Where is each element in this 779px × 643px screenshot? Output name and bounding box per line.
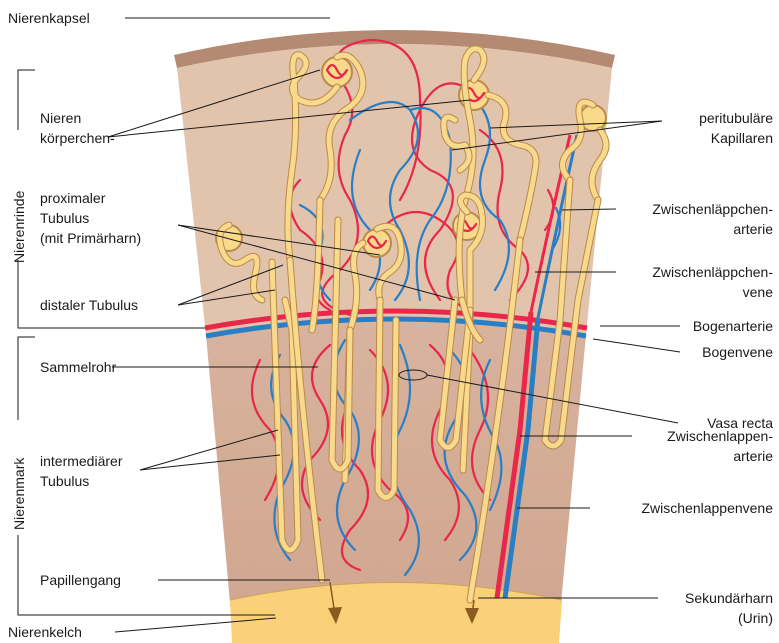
label-nierenkapsel: Nierenkapsel [8, 10, 90, 26]
label-sammelrohr: Sammelrohr [40, 359, 117, 375]
label-distaler: distaler Tubulus [40, 297, 138, 313]
label-bogenvene: Bogenvene [702, 344, 773, 360]
label-zl-arterie-1: Zwischenläppchen- [652, 201, 773, 217]
label-nierenkoerperchen-2: körperchen- [40, 130, 115, 146]
label-intermediaer-1: intermediärer [40, 453, 123, 469]
label-zlap-arterie-2: arterie [733, 448, 773, 464]
nierenrinde-region [177, 44, 612, 335]
nierenmark-label: Nierenmark [11, 457, 27, 530]
label-proximaler-2: Tubulus [40, 210, 89, 226]
label-nierenkoerperchen-1: Nieren [40, 110, 81, 126]
label-proximaler-1: proximaler [40, 190, 106, 206]
label-zl-arterie-2: arterie [733, 221, 773, 237]
label-peritubulaer-1: peritubuläre [699, 110, 773, 126]
label-bogenarterie: Bogenarterie [693, 318, 773, 334]
glomerulus-1 [322, 57, 352, 87]
label-sekundaerharn-1: Sekundärharn [685, 590, 773, 606]
label-nierenkelch: Nierenkelch [8, 624, 82, 640]
label-peritubulaer-2: Kapillaren [711, 130, 773, 146]
label-zlap-arterie-1: Zwischenlappen- [667, 428, 773, 444]
label-papillengang: Papillengang [40, 572, 121, 588]
label-zl-vene-2: vene [743, 284, 774, 300]
label-zl-vene-1: Zwischenläppchen- [652, 264, 773, 280]
label-sekundaerharn-2: (Urin) [738, 610, 773, 626]
label-intermediaer-2: Tubulus [40, 473, 89, 489]
nierenrinde-label: Nierenrinde [11, 190, 27, 263]
label-proximaler-3: (mit Primärharn) [40, 230, 141, 246]
label-zwischenlappenvene: Zwischenlappenvene [641, 500, 773, 516]
